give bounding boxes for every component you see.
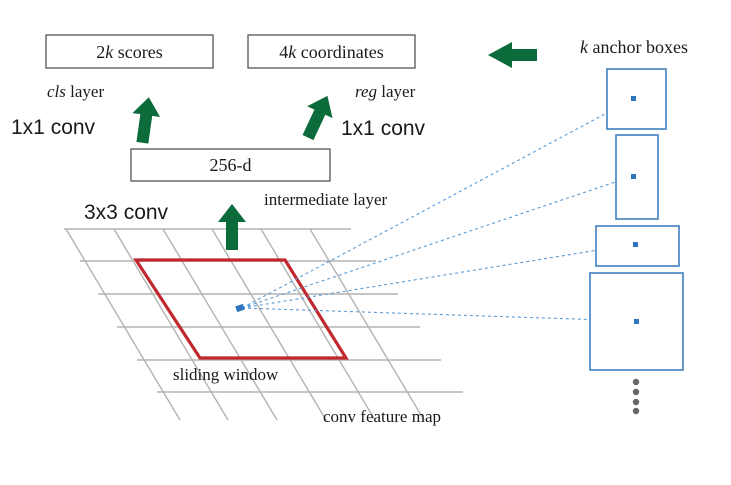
cls-scores-box bbox=[45, 34, 214, 69]
anchor-center-3 bbox=[633, 242, 638, 247]
vertical-ellipsis-icon bbox=[632, 378, 640, 415]
sliding-window-label: sliding window bbox=[173, 365, 279, 384]
anchor-box-2 bbox=[615, 134, 659, 220]
intermediate-256d-box bbox=[130, 148, 331, 182]
arrow-up-icon bbox=[132, 97, 161, 144]
ray-to-anchor-1 bbox=[241, 98, 634, 309]
conv-1x1-left-label: 1x1 conv bbox=[11, 116, 96, 139]
arrow-up-icon bbox=[218, 204, 246, 250]
anchor-center-4 bbox=[634, 319, 639, 324]
reg-coordinates-box bbox=[247, 34, 416, 69]
anchor-boxes bbox=[589, 68, 684, 371]
ray-to-anchor-3 bbox=[241, 243, 636, 309]
ray-to-anchor-4 bbox=[241, 307, 637, 322]
projection-rays bbox=[241, 98, 637, 322]
grid-col-line bbox=[309, 228, 425, 421]
grid-col-line bbox=[113, 228, 229, 421]
conv-feature-map-grid bbox=[64, 228, 463, 421]
arrow-up-icon bbox=[302, 95, 333, 141]
sliding-window-outline bbox=[133, 258, 349, 360]
cls-layer-label: cls layer bbox=[47, 82, 104, 101]
conv-1x1-right-label: 1x1 conv bbox=[341, 117, 426, 140]
sliding-window-center bbox=[235, 303, 245, 313]
intermediate-256d-text: 256-d bbox=[210, 155, 252, 175]
ray-to-anchor-2 bbox=[241, 175, 634, 309]
conv-3x3-label: 3x3 conv bbox=[84, 201, 169, 224]
grid-col-line bbox=[65, 228, 181, 421]
anchor-box-1 bbox=[606, 68, 667, 130]
reg-layer-label: reg layer bbox=[355, 82, 416, 101]
intermediate-layer-label: intermediate layer bbox=[264, 190, 388, 209]
anchor-center-1 bbox=[631, 96, 636, 101]
anchor-boxes-title: k anchor boxes bbox=[580, 37, 688, 57]
anchor-center-2 bbox=[631, 174, 636, 179]
arrow-left-icon bbox=[488, 42, 537, 68]
feature-map-label: conv feature map bbox=[323, 407, 441, 426]
reg-coordinates-text: 4k coordinates bbox=[279, 42, 383, 62]
cls-scores-text: 2k scores bbox=[96, 42, 162, 62]
